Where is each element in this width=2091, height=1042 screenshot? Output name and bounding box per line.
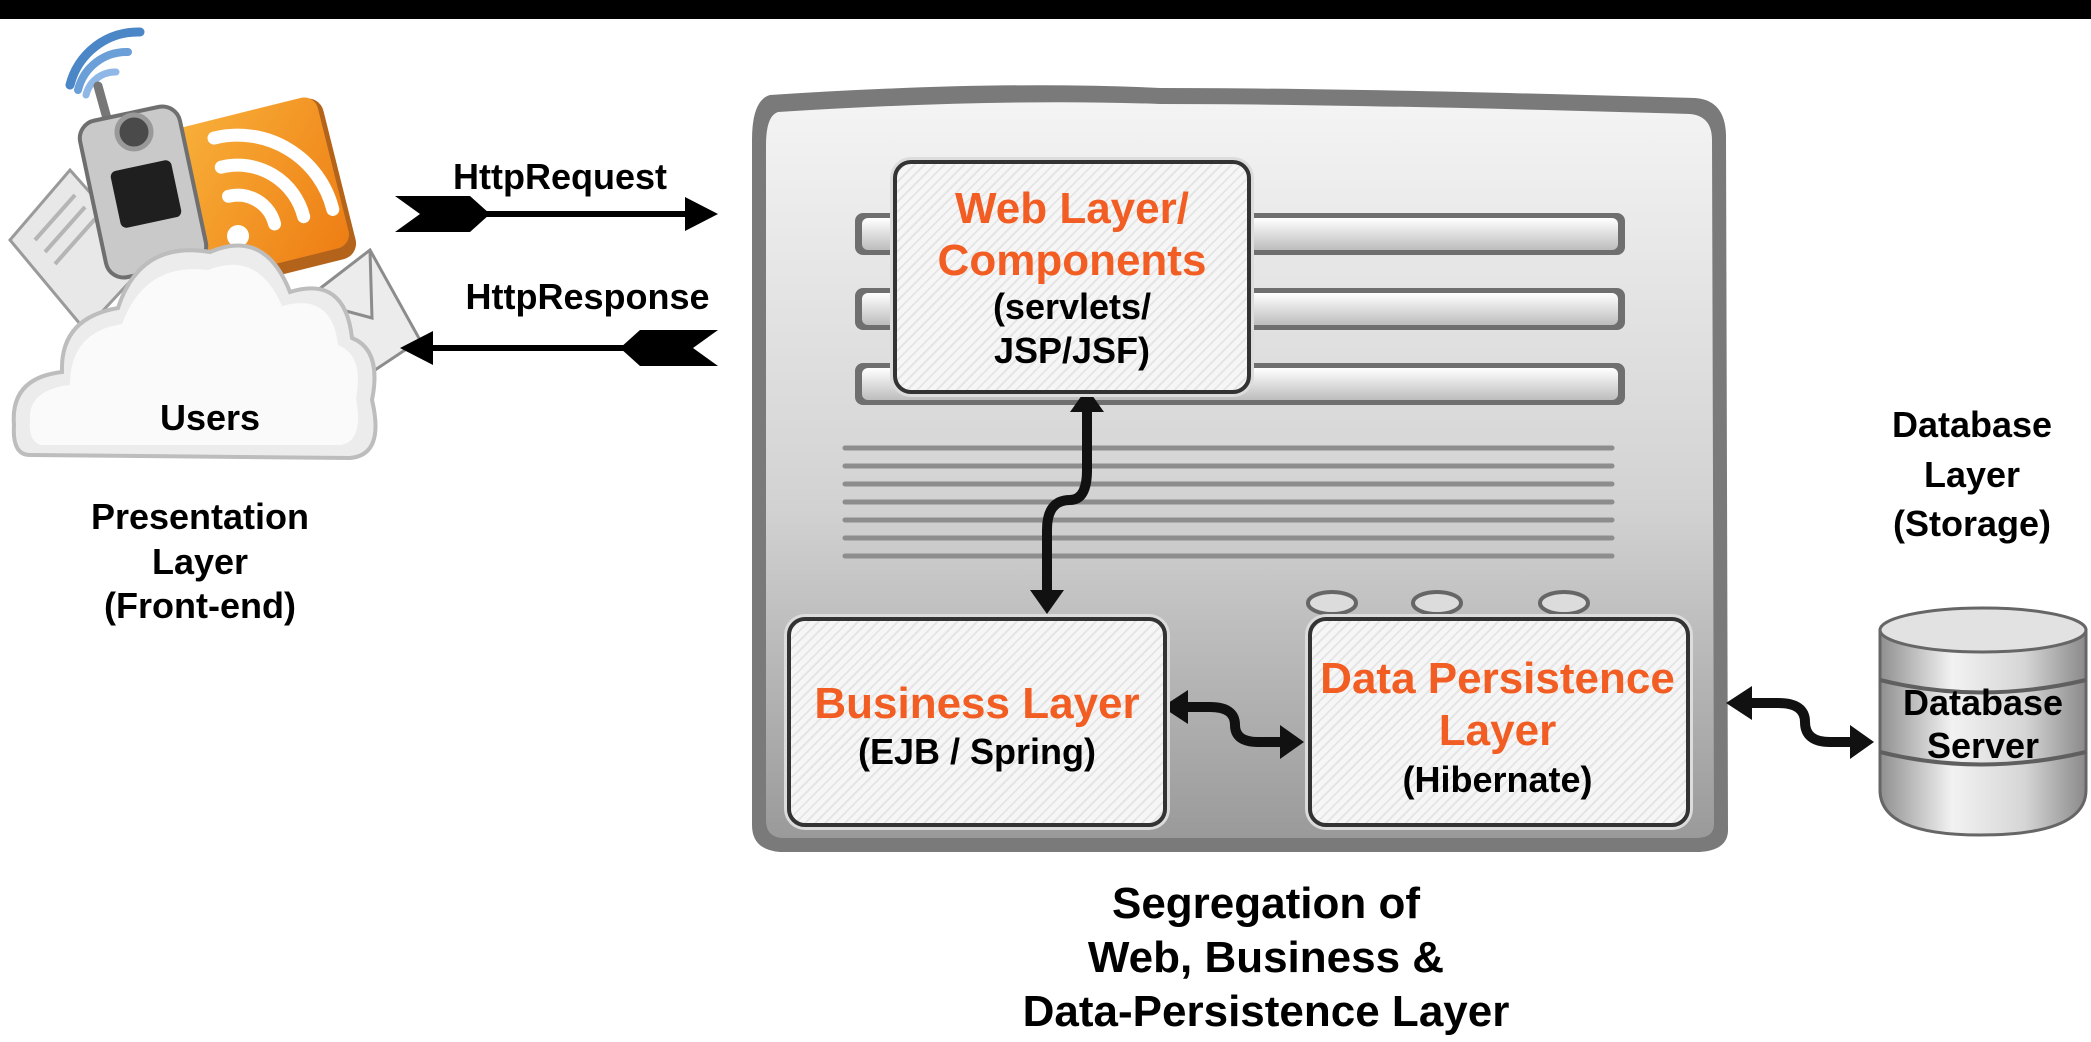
web-layer-sub-1: (servlets/ — [992, 285, 1152, 327]
business-persistence-connector — [1162, 690, 1304, 759]
database-layer-line-1: Database — [1891, 404, 2053, 445]
persistence-database-connector — [1726, 686, 1874, 759]
presentation-line-2: Layer — [151, 540, 249, 582]
persistence-layer-title-1: Data Persistence — [1320, 654, 1675, 703]
persistence-layer-title-2: Layer — [1438, 705, 1557, 755]
users-label: Users — [159, 397, 261, 438]
presentation-line-1: Presentation — [90, 496, 310, 537]
rss-feed-icon — [167, 97, 357, 291]
database-server-line-1: Database — [1902, 682, 2064, 723]
web-layer-title-1: Web Layer/ — [955, 184, 1189, 233]
business-layer-title: Business Layer — [814, 679, 1140, 728]
database-cylinder-icon — [1878, 606, 2088, 837]
persistence-layer-text: Data Persistence Layer (Hibernate) — [1305, 652, 1690, 805]
web-layer-sub-2: JSP/JSF) — [993, 329, 1151, 371]
database-server-line-2: Server — [1926, 725, 2040, 767]
persistence-layer-box — [1308, 617, 1690, 827]
web-layer-box — [893, 160, 1251, 394]
web-layer-title-2: Components — [937, 235, 1207, 285]
wifi-signal-icon — [65, 27, 145, 99]
caption-line-1: Segregation of — [1111, 879, 1421, 928]
database-layer-label: Database Layer (Storage) — [1858, 400, 2086, 549]
web-business-connector — [1030, 388, 1104, 614]
http-request-label: HttpRequest — [453, 156, 667, 197]
web-layer-text: Web Layer/ Components (servlets/ JSP/JSF… — [895, 182, 1249, 373]
presentation-line-3: (Front-end) — [104, 585, 296, 627]
business-layer-sub: (EJB / Spring) — [857, 731, 1096, 773]
cloud-icon — [11, 243, 378, 461]
caption-line-3: Data-Persistence Layer — [1022, 987, 1510, 1037]
segregation-caption: Segregation of Web, Business & Data-Pers… — [966, 877, 1566, 1039]
database-server-label: Database Server — [1872, 681, 2091, 767]
persistence-layer-sub: (Hibernate) — [1402, 758, 1593, 800]
database-layer-line-2: Layer — [1923, 453, 2021, 495]
http-request-arrow — [395, 196, 718, 232]
caption-line-2: Web, Business & — [1087, 933, 1445, 983]
business-layer-box — [787, 617, 1167, 827]
top-black-bar — [0, 0, 2091, 19]
http-response-arrow — [400, 330, 718, 366]
presentation-layer-label: Presentation Layer (Front-end) — [55, 495, 345, 629]
business-layer-text: Business Layer (EJB / Spring) — [787, 678, 1167, 776]
mobile-phone-icon — [77, 81, 209, 280]
database-layer-line-3: (Storage) — [1892, 503, 2051, 545]
http-response-label: HttpResponse — [465, 276, 710, 317]
